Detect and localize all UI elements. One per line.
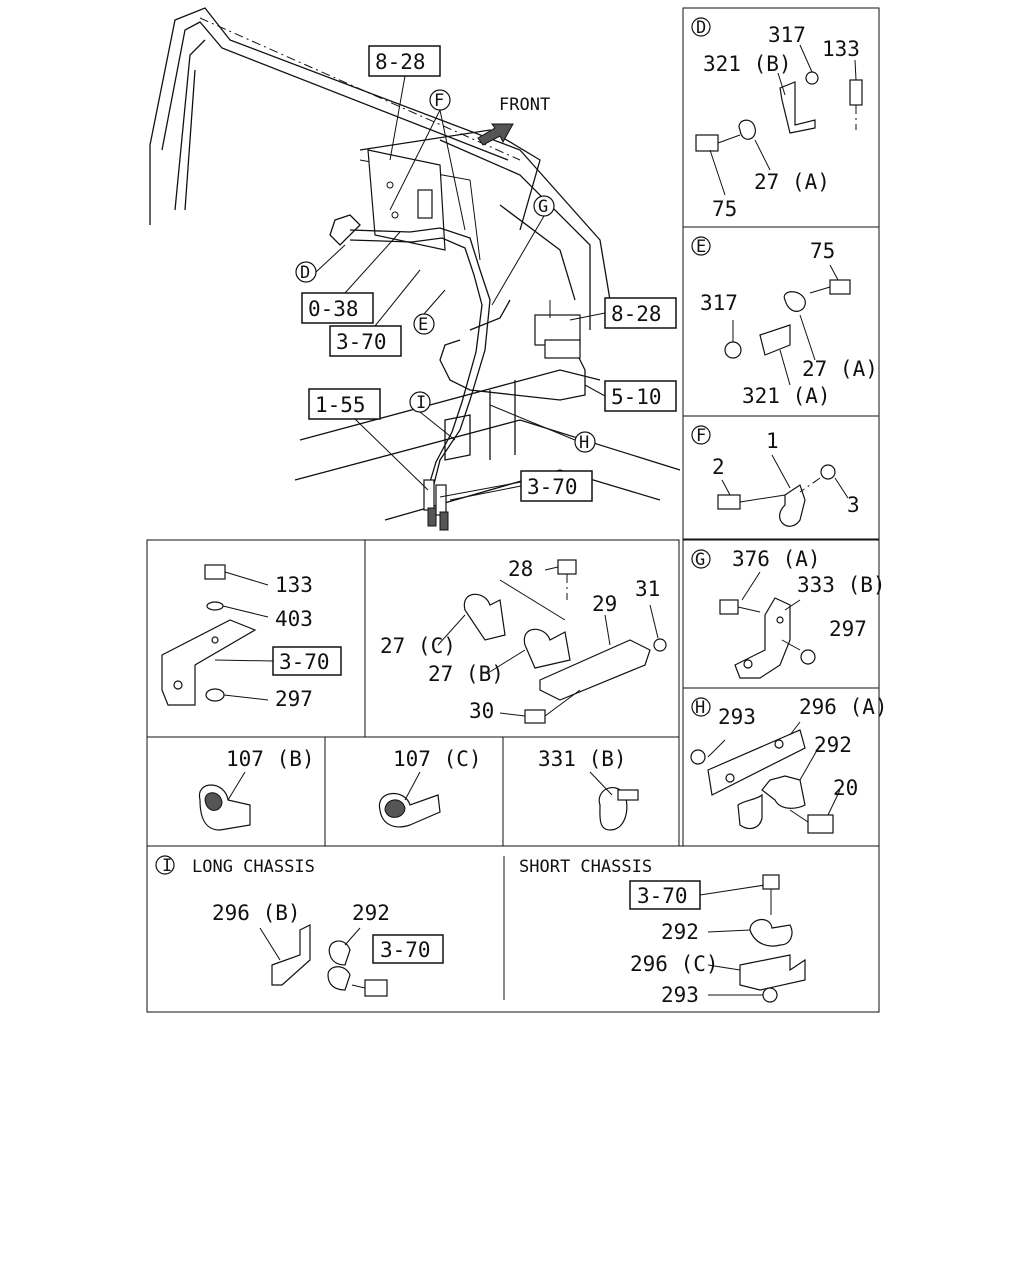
panel-clip-107b: 107 (B) [198,747,315,831]
svg-text:F: F [434,91,444,111]
ref-box-510: 5-10 [604,380,677,412]
panel-E: E 75 317 27 (A) 321 (A) [691,236,878,408]
panel-H: H 293 296 (A) 292 20 [690,695,888,834]
svg-text:333 (B): 333 (B) [797,573,886,597]
panel-G: G 376 (A) 333 (B) 297 [691,547,886,679]
svg-text:8-28: 8-28 [375,50,426,74]
svg-text:297: 297 [829,617,867,641]
callout-E: E [413,313,435,335]
svg-text:LONG CHASSIS: LONG CHASSIS [192,857,315,877]
svg-text:331 (B): 331 (B) [538,747,627,771]
svg-text:27 (A): 27 (A) [802,357,878,381]
main-overview: FRONT 8-28 8-28 0-38 3-70 1-55 5-10 [149,7,681,531]
svg-text:3-70: 3-70 [279,650,330,674]
svg-text:292: 292 [661,920,699,944]
svg-text:E: E [418,315,428,335]
svg-text:317: 317 [700,291,738,315]
svg-text:133: 133 [275,573,313,597]
svg-text:E: E [696,237,706,257]
front-label: FRONT [499,95,550,115]
svg-text:297: 297 [275,687,313,711]
svg-text:403: 403 [275,607,313,631]
svg-text:I: I [162,856,172,876]
panel-D: D 317 133 321 (B) 27 (A) 75 [691,17,863,221]
callout-I: I [409,391,431,413]
svg-text:27 (B): 27 (B) [428,662,504,686]
front-arrow-icon [477,123,514,146]
svg-text:107 (B): 107 (B) [226,747,315,771]
svg-text:296 (B): 296 (B) [212,901,301,925]
svg-text:0-38: 0-38 [308,297,359,321]
callout-H: H [574,431,596,453]
svg-text:H: H [579,433,589,453]
svg-text:G: G [538,197,548,217]
svg-text:296 (C): 296 (C) [630,952,719,976]
svg-text:2: 2 [712,455,725,479]
svg-text:133: 133 [822,37,860,61]
svg-text:292: 292 [814,733,852,757]
ref-box-370b: 3-70 [520,470,593,502]
svg-text:3-70: 3-70 [380,938,431,962]
panel-bolt-bracket: 133 403 297 3-70 [161,564,342,711]
svg-text:75: 75 [810,239,835,263]
svg-text:321 (A): 321 (A) [742,384,831,408]
svg-text:1: 1 [766,429,779,453]
svg-text:1-55: 1-55 [315,393,366,417]
panel-F: F 1 2 3 [691,425,860,527]
svg-text:31: 31 [635,577,660,601]
panel-clip-107c: 107 (C) [378,747,482,828]
svg-text:293: 293 [718,705,756,729]
svg-text:F: F [696,426,706,446]
svg-text:27 (C): 27 (C) [380,634,456,658]
svg-text:3-70: 3-70 [637,884,688,908]
svg-text:321 (B): 321 (B) [703,52,792,76]
ref-box-828a: 8-28 [368,45,441,77]
svg-text:I: I [416,393,426,413]
svg-text:G: G [695,550,705,570]
panel-I-short-chassis: SHORT CHASSIS 3-70 292 296 (C) 293 [519,857,806,1007]
svg-text:27 (A): 27 (A) [754,170,830,194]
svg-text:5-10: 5-10 [611,385,662,409]
svg-text:3-70: 3-70 [527,475,578,499]
svg-text:296 (A): 296 (A) [799,695,888,719]
svg-text:292: 292 [352,901,390,925]
svg-text:SHORT CHASSIS: SHORT CHASSIS [519,857,652,877]
svg-text:75: 75 [712,197,737,221]
svg-text:8-28: 8-28 [611,302,662,326]
svg-text:28: 28 [508,557,533,581]
panel-clamp-assembly: 28 31 29 27 (C) 27 (B) 30 [380,557,667,724]
callout-D: D [295,261,317,283]
svg-text:293: 293 [661,983,699,1007]
svg-text:376 (A): 376 (A) [732,547,821,571]
ref-box-155: 1-55 [308,388,381,420]
callout-G: G [533,195,555,217]
panel-I-long-chassis: I LONG CHASSIS 296 (B) 292 3-70 [155,855,444,997]
ref-box-370a: 3-70 [329,325,402,357]
panel-band-331b: 331 (B) [538,747,639,831]
svg-text:30: 30 [469,699,494,723]
svg-text:H: H [695,698,705,718]
ref-box-038: 0-38 [301,292,374,324]
svg-text:3-70: 3-70 [336,330,387,354]
ref-box-828b: 8-28 [604,297,677,329]
svg-text:3: 3 [847,493,860,517]
svg-text:D: D [696,18,706,38]
svg-text:D: D [300,263,310,283]
svg-text:317: 317 [768,23,806,47]
svg-text:107 (C): 107 (C) [393,747,482,771]
svg-text:29: 29 [592,592,617,616]
callout-F: F [429,89,451,111]
